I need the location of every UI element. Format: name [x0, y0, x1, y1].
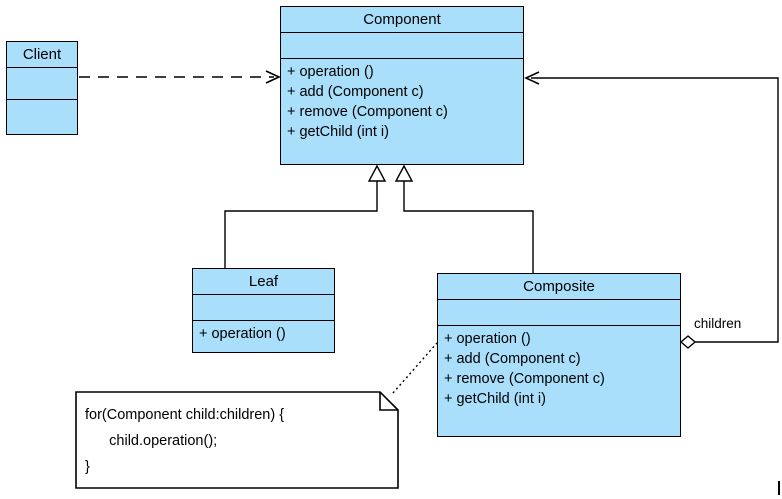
- class-name-composite: Composite: [438, 274, 680, 300]
- operation-row: + operation (): [444, 331, 531, 347]
- class-name-leaf: Leaf: [193, 269, 334, 295]
- class-attributes-client: [7, 68, 77, 100]
- class-operations-client: [7, 100, 77, 134]
- class-box-component[interactable]: Component + operation () + add (Componen…: [280, 6, 524, 165]
- operation-row: + remove (Component c): [444, 371, 605, 387]
- operation-row: + getChild (int i): [287, 124, 389, 140]
- operation-row: + operation (): [287, 64, 374, 80]
- class-operations-leaf: + operation (): [193, 321, 334, 346]
- operation-row: + getChild (int i): [444, 391, 546, 407]
- class-operations-component: + operation () + add (Component c) + rem…: [281, 59, 523, 144]
- operation-row: + add (Component c): [444, 351, 581, 367]
- class-attributes-leaf: [193, 295, 334, 321]
- class-attributes-component: [281, 33, 523, 59]
- edge-note-anchor-composite: [392, 342, 438, 394]
- edge-artifact-mark: [778, 481, 780, 495]
- class-box-client[interactable]: Client: [6, 41, 78, 135]
- association-label-children: children: [694, 316, 742, 331]
- class-attributes-composite: [438, 300, 680, 326]
- operation-row: + remove (Component c): [287, 104, 448, 120]
- note-shape: [75, 391, 399, 489]
- operation-row: + operation (): [199, 326, 286, 342]
- class-name-component: Component: [281, 7, 523, 33]
- edge-client-uses-component: [79, 70, 281, 84]
- class-operations-composite: + operation () + add (Component c) + rem…: [438, 326, 680, 411]
- edge-leaf-extends-component: [224, 164, 387, 268]
- class-name-client: Client: [7, 42, 77, 68]
- note-box[interactable]: for(Component child:children) { child.op…: [75, 391, 399, 489]
- class-box-leaf[interactable]: Leaf + operation (): [192, 268, 335, 353]
- class-box-composite[interactable]: Composite + operation () + add (Componen…: [437, 273, 681, 437]
- edge-composite-extends-component: [394, 164, 534, 273]
- note-text: for(Component child:children) { child.op…: [85, 407, 285, 475]
- operation-row: + add (Component c): [287, 84, 424, 100]
